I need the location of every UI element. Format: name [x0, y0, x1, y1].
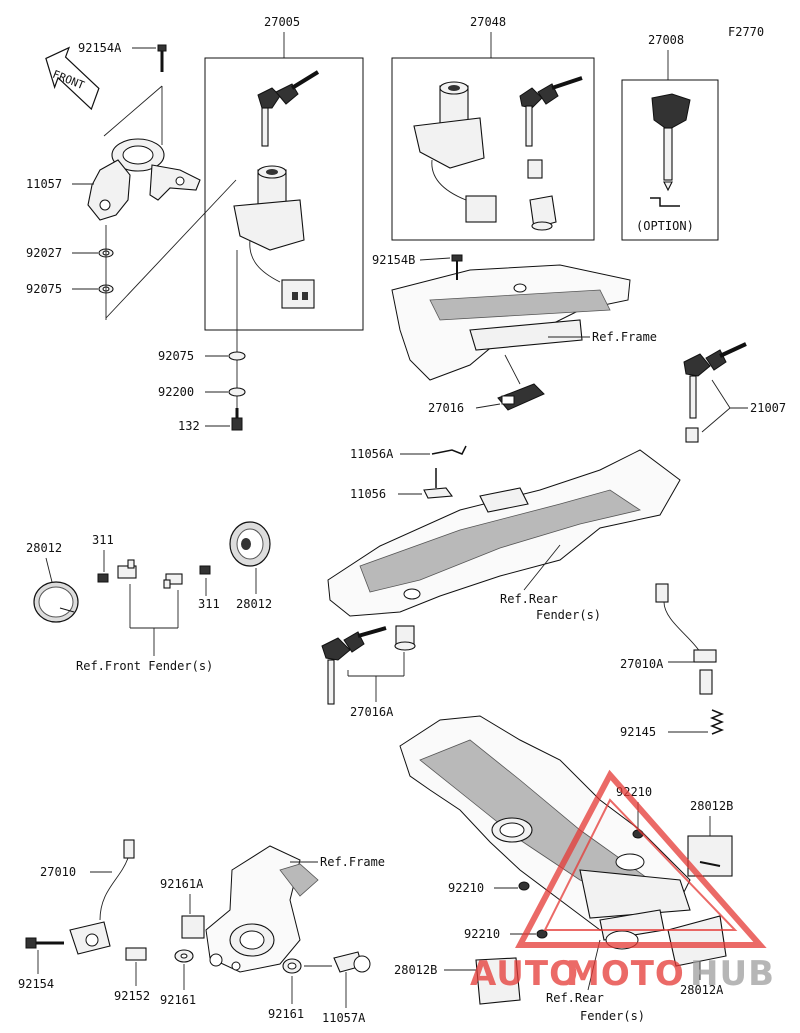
watermark-hub: HUB	[690, 954, 775, 994]
bolt-132-icon	[231, 408, 243, 431]
ref-code: F2770	[728, 25, 764, 39]
grommet-right-icon	[163, 573, 183, 589]
label-27010: 27010	[40, 865, 76, 879]
label-132: 132	[178, 419, 200, 433]
label-92075-b: 92075	[158, 349, 194, 363]
bolt-92154A-icon	[157, 44, 167, 72]
label-11057A: 11057A	[322, 1011, 366, 1025]
label-28012B-top: 28012B	[690, 799, 733, 813]
plate-11057A-icon	[333, 951, 371, 973]
frame-section-icon	[391, 264, 631, 381]
watermark-moto: MOTO	[566, 954, 685, 994]
ref-rear-fender-2b: Fender(s)	[580, 1009, 645, 1023]
latch-11056-icon	[423, 468, 454, 499]
ref-frame-1: Ref.Frame	[592, 330, 657, 344]
box-27005	[204, 57, 364, 331]
switch-27010-icon	[69, 839, 135, 955]
key-set-21007-icon	[683, 342, 747, 443]
rear-fender-icon	[327, 449, 681, 617]
bolt-92154B-icon	[451, 254, 463, 280]
label-92210-c: 92210	[464, 927, 500, 941]
nut-311-right-icon	[199, 565, 211, 575]
washer-92161-icon	[174, 949, 194, 963]
ref-frame-2: Ref.Frame	[320, 855, 385, 869]
box-27008	[621, 79, 719, 241]
nut-92210-c-icon	[536, 929, 548, 939]
option-label: (OPTION)	[636, 219, 694, 233]
rear-fender-bottom-icon	[399, 715, 691, 950]
watermark-auto: AUTO	[470, 954, 579, 994]
grommet-left-icon	[117, 559, 137, 579]
reflector-28012A-icon	[667, 915, 727, 967]
label-27010A: 27010A	[620, 657, 664, 671]
grommet-92161A-icon	[181, 915, 205, 939]
label-27016A: 27016A	[350, 705, 394, 719]
ref-rear-fender-1a: Ref.Rear	[500, 592, 558, 606]
key-pair-27048-icon	[519, 76, 583, 147]
washer-92075-b-icon	[228, 351, 246, 361]
key-pair-27005-icon	[257, 70, 320, 147]
bracket-frame-icon	[205, 845, 319, 973]
label-92161A: 92161A	[160, 877, 204, 891]
label-92210-b: 92210	[448, 881, 484, 895]
label-92145: 92145	[620, 725, 656, 739]
label-92161-b: 92161	[268, 1007, 304, 1021]
box-27048	[391, 57, 595, 241]
bracket-11057-icon	[87, 138, 201, 221]
switch-27010A-icon	[655, 583, 717, 695]
label-27008: 27008	[648, 33, 684, 47]
nut-311-left-icon	[97, 573, 109, 583]
front-arrow-icon: FRONT	[45, 46, 100, 111]
label-311-a: 311	[92, 533, 114, 547]
label-27048: 27048	[470, 15, 506, 29]
ref-front-fender: Ref.Front Fender(s)	[76, 659, 213, 673]
washer-92200-icon	[228, 387, 246, 397]
label-92200: 92200	[158, 385, 194, 399]
label-11056: 11056	[350, 487, 386, 501]
reflector-28012B-bottom-icon	[475, 957, 521, 1005]
cap-28012-right-icon	[229, 521, 271, 567]
label-28012A: 28012A	[680, 983, 724, 997]
label-92154A: 92154A	[78, 41, 122, 55]
ref-rear-fender-1b: Fender(s)	[536, 608, 601, 622]
label-92154B: 92154B	[372, 253, 415, 267]
lock-set-27016A-icon	[321, 625, 416, 705]
cap-28012-left-icon	[33, 581, 79, 623]
label-311-b: 311	[198, 597, 220, 611]
blank-key-27008-icon	[650, 93, 691, 207]
label-27016: 27016	[428, 401, 464, 415]
label-92161-a: 92161	[160, 993, 196, 1007]
label-28012-a: 28012	[26, 541, 62, 555]
automotohub-watermark: AUTO MOTO HUB	[470, 769, 775, 994]
label-92027: 92027	[26, 246, 62, 260]
spacer-92152-icon	[125, 947, 147, 961]
nut-92210-b-icon	[518, 881, 530, 891]
label-92152: 92152	[114, 989, 150, 1003]
label-11056A: 11056A	[350, 447, 394, 461]
ignition-switch-27005-icon	[233, 165, 315, 309]
label-21007: 21007	[750, 401, 786, 415]
label-27005: 27005	[264, 15, 300, 29]
ref-rear-fender-2a: Ref.Rear	[546, 991, 604, 1005]
spring-11056A-icon	[431, 445, 467, 455]
seat-lock-27016-icon	[497, 383, 545, 411]
label-92075-a: 92075	[26, 282, 62, 296]
lock-cylinder-27048-icon	[527, 159, 557, 231]
label-92154: 92154	[18, 977, 54, 991]
label-28012-b: 28012	[236, 597, 272, 611]
ignition-switch-27048-icon	[413, 81, 497, 223]
bolt-92154-icon	[25, 937, 64, 949]
spring-92145-icon	[709, 709, 725, 735]
label-11057: 11057	[26, 177, 62, 191]
label-28012B-bottom: 28012B	[394, 963, 437, 977]
washer-92161-b-icon	[282, 958, 302, 974]
